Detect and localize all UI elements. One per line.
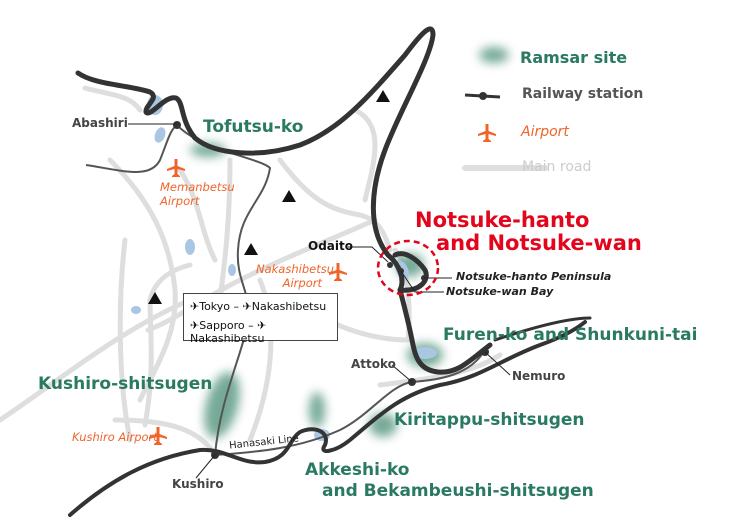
bay-label: Notsuke-wan Bay bbox=[446, 285, 554, 298]
route-to: Nakashibetsu bbox=[251, 300, 327, 313]
plane-icon: ✈ bbox=[257, 319, 267, 332]
plane-icon: ✈ bbox=[242, 300, 252, 313]
ramsar-tofutsu-ko: Tofutsu-ko bbox=[203, 117, 304, 137]
airport-name: Nakashibetsu bbox=[256, 262, 334, 276]
legend-airport: Airport bbox=[521, 124, 569, 140]
plane-icon: ✈ bbox=[190, 319, 200, 332]
route-sep: – bbox=[233, 300, 240, 313]
peninsula-label: Notsuke-hanto Peninsula bbox=[456, 270, 612, 283]
legend-road: Main road bbox=[522, 159, 592, 175]
route-row: ✈Sapporo – ✈Nakashibetsu bbox=[190, 319, 337, 345]
town-abashiri: Abashiri bbox=[72, 116, 128, 130]
town-odaito: Odaito bbox=[308, 239, 353, 253]
route-row: ✈Tokyo – ✈Nakashibetsu bbox=[190, 300, 326, 313]
town-kushiro: Kushiro bbox=[172, 477, 224, 491]
legend-railway: Railway station bbox=[522, 86, 644, 102]
railways bbox=[85, 124, 486, 456]
route-from: Sapporo bbox=[199, 319, 245, 332]
leader-lines bbox=[128, 93, 511, 479]
town-attoko: Attoko bbox=[351, 357, 396, 371]
town-nemuro: Nemuro bbox=[512, 369, 566, 383]
coastline bbox=[68, 26, 592, 517]
ramsar-bekambeushi: and Bekambeushi-shitsugen bbox=[322, 481, 594, 501]
airport-name: Memanbetsu bbox=[160, 180, 235, 194]
airport-word: Airport bbox=[282, 276, 322, 290]
highlight-title-2: and Notsuke-wan bbox=[436, 231, 642, 255]
mountain-icons bbox=[148, 90, 390, 304]
route-sep: – bbox=[248, 319, 254, 332]
ramsar-furen-ko: Furen-ko and Shunkuni-tai bbox=[443, 325, 698, 345]
airport-icons bbox=[149, 124, 496, 445]
airport-word: Airport bbox=[160, 194, 200, 208]
route-to: Nakashibetsu bbox=[190, 332, 265, 345]
ramsar-akkeshi-ko: Akkeshi-ko bbox=[305, 460, 410, 480]
highlight-circle bbox=[376, 239, 440, 297]
flight-routes-box: ✈Tokyo – ✈Nakashibetsu ✈Sapporo – ✈Nakas… bbox=[183, 293, 338, 345]
legend-ramsar: Ramsar site bbox=[520, 48, 628, 67]
highlight-title-1: Notsuke-hanto bbox=[415, 208, 590, 232]
ramsar-kiritappu: Kiritappu-shitsugen bbox=[394, 410, 585, 430]
plane-icon: ✈ bbox=[190, 300, 200, 313]
ramsar-kushiro-shitsugen: Kushiro-shitsugen bbox=[38, 374, 213, 394]
airport-kushiro: Kushiro Airport bbox=[72, 430, 158, 444]
route-from: Tokyo bbox=[199, 300, 231, 313]
